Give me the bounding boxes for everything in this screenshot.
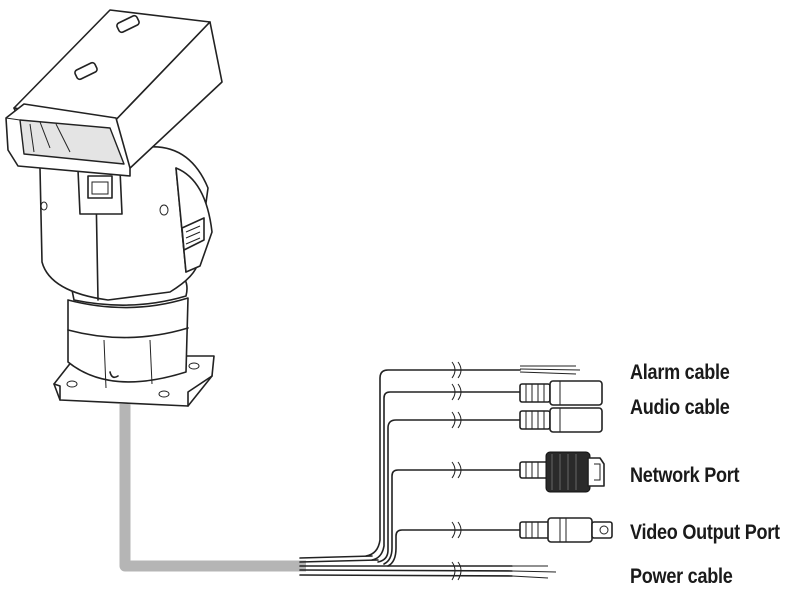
audio-connector-top	[519, 380, 603, 406]
cable-break-marks	[451, 361, 462, 581]
pedestal	[67, 297, 189, 389]
network-port-label: Network Port	[630, 464, 740, 487]
camera-housing	[5, 9, 223, 177]
breakout-wires	[299, 369, 521, 577]
alarm-cable-wire-ends	[519, 365, 581, 375]
power-cable-label: Power cable	[630, 565, 733, 588]
power-cable-wire-ends	[511, 565, 557, 579]
video-bnc-connector	[519, 517, 613, 543]
main-cable	[119, 404, 306, 572]
ptz-camera-illustration	[5, 9, 223, 407]
alarm-cable-label: Alarm cable	[630, 361, 730, 384]
video-output-port-label: Video Output Port	[630, 521, 780, 544]
audio-connector-bottom	[519, 407, 603, 433]
audio-cable-label: Audio cable	[630, 396, 730, 419]
camera-body	[39, 146, 213, 301]
network-connector	[519, 451, 605, 493]
